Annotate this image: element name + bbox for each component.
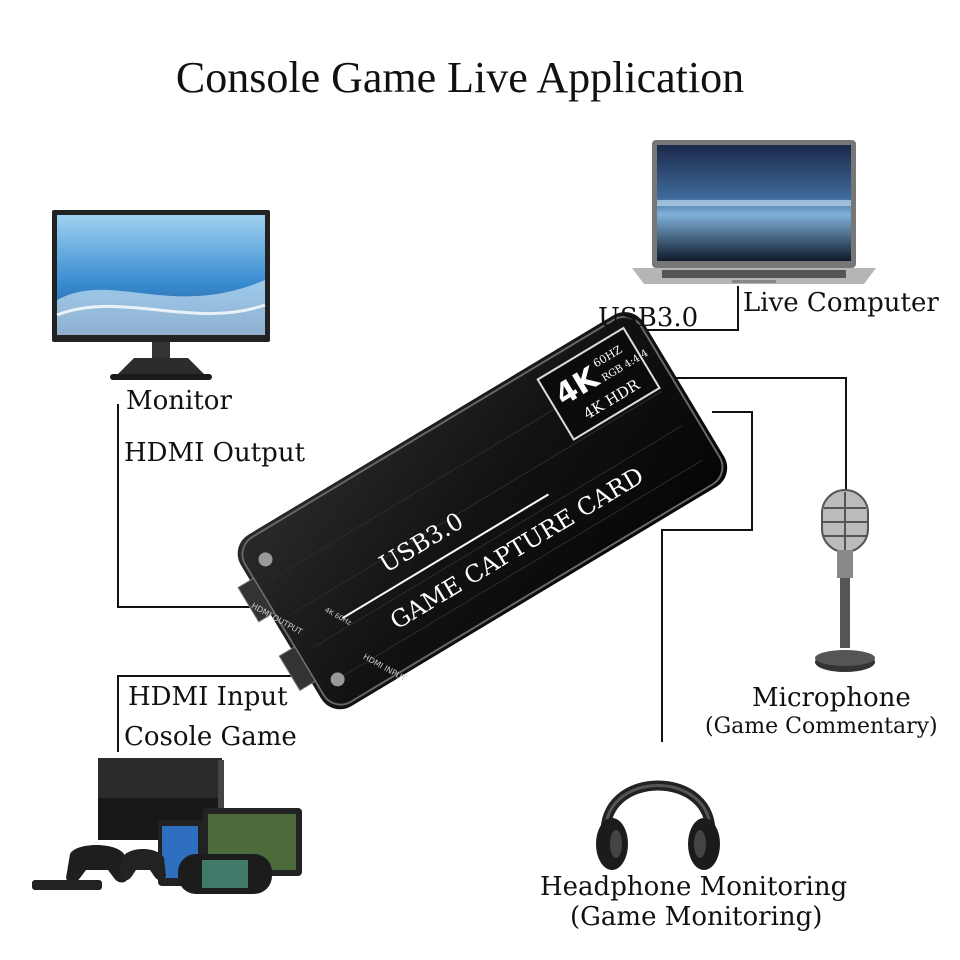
headphone-label: Headphone Monitoring xyxy=(540,872,848,902)
usb-label: USB3.0 xyxy=(598,303,699,333)
spec-badge xyxy=(536,326,661,441)
console-game-label: Cosole Game xyxy=(124,722,297,752)
hdmi-input-line xyxy=(117,675,358,752)
game-console-icon xyxy=(32,758,302,894)
live-computer-label: Live Computer xyxy=(743,288,939,318)
hdmi-output-line xyxy=(117,404,278,608)
hdmi-output-port xyxy=(237,577,275,623)
headphone-line xyxy=(661,411,753,742)
capture-card-device: 4K 60HZ RGB 4:4:4 4K HDR USB3.0 GAME CAP… xyxy=(237,312,728,710)
microphone-icon xyxy=(815,489,875,672)
microphone-label: Microphone xyxy=(752,683,911,713)
microphone-sublabel: (Game Commentary) xyxy=(705,714,938,739)
headphone-icon xyxy=(596,780,720,870)
headphone-sublabel: (Game Monitoring) xyxy=(570,902,823,932)
monitor-label: Monitor xyxy=(126,386,232,416)
page-title: Console Game Live Application xyxy=(175,53,745,102)
hdmi-input-label: HDMI Input xyxy=(128,682,288,712)
monitor-icon xyxy=(52,210,270,380)
hdmi-input-port xyxy=(278,646,317,692)
laptop-icon xyxy=(632,140,876,284)
microphone-line xyxy=(664,377,847,490)
hdmi-output-label: HDMI Output xyxy=(124,438,306,468)
